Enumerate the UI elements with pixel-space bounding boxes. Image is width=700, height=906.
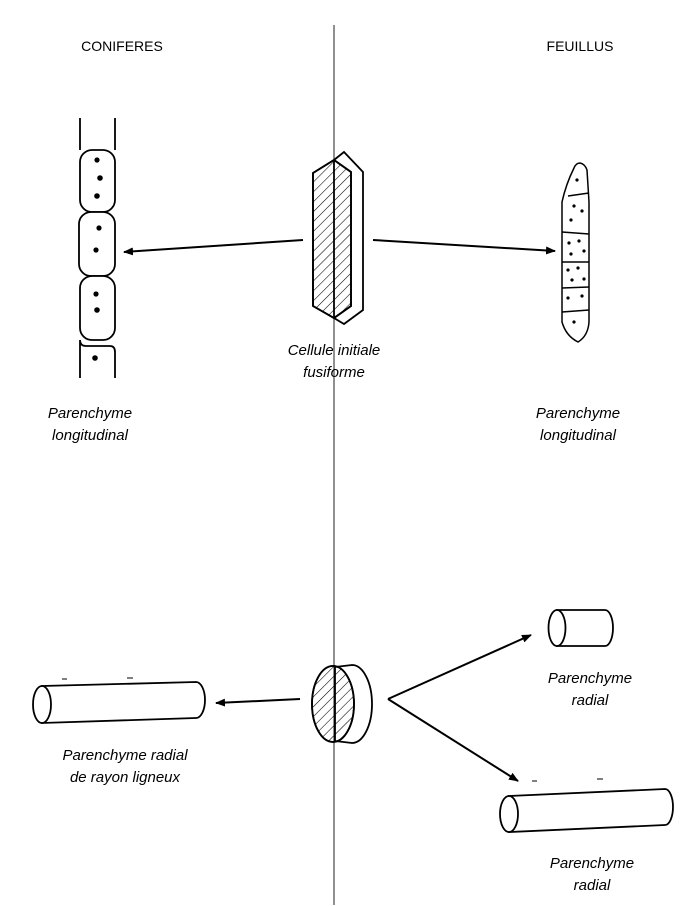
hardwood-longitudinal-label: Parenchyme longitudinal [508, 403, 648, 447]
hardwood-radial-short-label: Parenchyme radial [520, 668, 660, 712]
hardwood-longitudinal-parenchyma [561, 162, 590, 343]
fusiform-initial-cell [312, 150, 364, 326]
arrow-to-conifer-longitudinal [123, 239, 304, 256]
conifer-radial-label: Parenchyme radial de rayon ligneux [25, 745, 225, 789]
conifer-longitudinal-label: Parenchyme longitudinal [20, 403, 160, 447]
hardwood-radial-short-label-line2: radial [571, 692, 609, 709]
fusiform-initial-label-line1: Cellule initiale [287, 342, 381, 359]
conifer-longitudinal-label-line2: longitudinal [52, 427, 128, 444]
conifer-longitudinal-parenchyma [78, 118, 116, 378]
arrow-to-hardwood-radial-long [387, 698, 519, 782]
ray-initial-cell [311, 664, 373, 744]
arrow-to-hardwood-radial-short [387, 634, 532, 700]
conifers-header: CONIFERES [81, 38, 163, 54]
hardwood-radial-long-label-line2: radial [573, 877, 611, 894]
fusiform-initial-label-line2: fusiforme [303, 364, 365, 381]
hardwood-radial-parenchyma-short [547, 609, 614, 647]
arrow-to-conifer-radial [215, 698, 301, 707]
hardwood-radial-long-label: Parenchyme radial [522, 853, 662, 897]
hardwoods-header: FEUILLUS [546, 38, 614, 54]
conifer-radial-label-line1: Parenchyme radial [62, 747, 188, 764]
conifer-radial-parenchyma [32, 677, 206, 724]
hardwood-radial-short-label-line1: Parenchyme [547, 670, 633, 687]
hardwood-longitudinal-label-line1: Parenchyme [535, 405, 621, 422]
fusiform-initial-label: Cellule initiale fusiforme [254, 340, 414, 384]
conifer-radial-label-line2: de rayon ligneux [69, 769, 181, 786]
conifer-longitudinal-label-line1: Parenchyme [47, 405, 133, 422]
hardwood-radial-parenchyma-long [499, 778, 674, 833]
arrow-to-hardwood-longitudinal [372, 239, 556, 255]
hardwood-radial-long-label-line1: Parenchyme [549, 855, 635, 872]
hardwood-longitudinal-label-line2: longitudinal [540, 427, 616, 444]
